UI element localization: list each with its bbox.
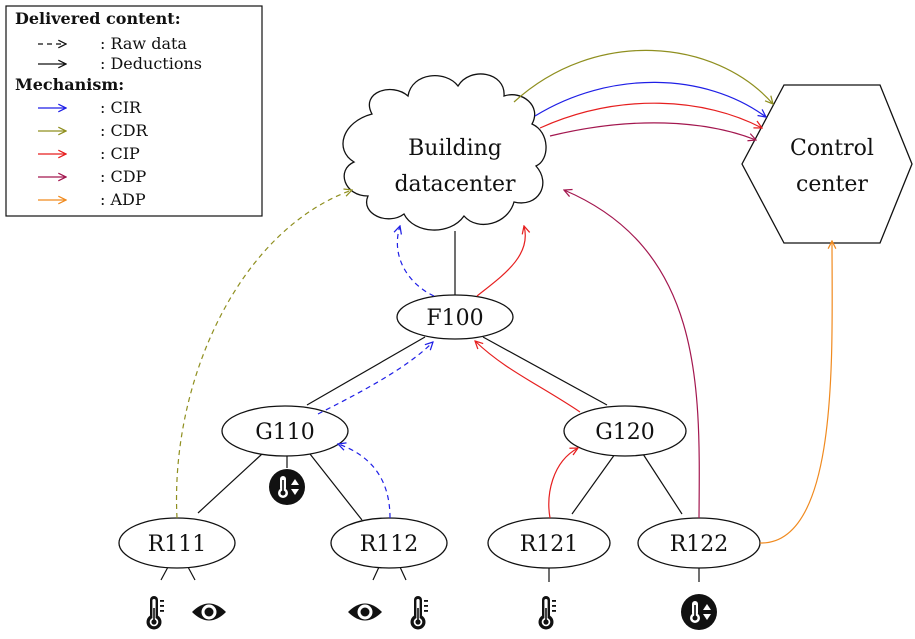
link-f100-g120 xyxy=(482,336,608,406)
legend: Delivered content: : Raw data : Deductio… xyxy=(5,5,263,217)
legend-mechanism-title: Mechanism: xyxy=(15,75,124,94)
legend-raw-data-label: : Raw data xyxy=(100,34,187,53)
thermostat-icon xyxy=(681,594,717,630)
edge-g120-f100-cip xyxy=(475,341,581,413)
r122-node: R122 xyxy=(637,517,761,569)
control-center-label-line2: center xyxy=(796,172,868,197)
r121-node: R121 xyxy=(487,517,611,569)
legend-adp-label: : ADP xyxy=(100,190,146,209)
edge-g110-f100-cir-raw xyxy=(317,342,433,415)
link-f100-g110 xyxy=(306,336,426,406)
r112-ellipse xyxy=(330,517,448,569)
g110-node: G110 xyxy=(221,405,349,457)
f100-node: F100 xyxy=(396,294,514,340)
legend-cdr-label: : CDR xyxy=(100,121,149,140)
legend-deductions-label: : Deductions xyxy=(100,54,202,73)
r112-node: R112 xyxy=(330,517,448,569)
control-center-label-line1: Control xyxy=(790,136,874,161)
building-datacenter-node: Building datacenter xyxy=(342,73,547,231)
edge-datacenter-control-cir xyxy=(534,81,766,117)
edge-f100-datacenter-cir-raw xyxy=(397,226,435,297)
datacenter-label-line1: Building xyxy=(408,136,502,161)
f100-label: F100 xyxy=(426,306,483,331)
eye-icon xyxy=(348,603,382,621)
edge-r112-g110-cir-raw xyxy=(338,444,391,519)
link-r111-eye xyxy=(187,566,196,581)
f100-ellipse xyxy=(396,294,514,340)
control-center-node: Control center xyxy=(741,84,913,244)
link-g110-r112 xyxy=(309,453,363,521)
edge-r111-datacenter-cdr-raw xyxy=(175,190,352,519)
datacenter-cloud-shape xyxy=(342,73,547,231)
tree-links xyxy=(160,231,700,582)
eye-icon xyxy=(192,603,226,621)
link-r112-thermometer xyxy=(399,566,407,581)
link-r111-thermometer xyxy=(160,566,169,581)
r121-label: R121 xyxy=(520,532,579,557)
thermometer-icon xyxy=(538,596,556,630)
edge-r121-g120-cip xyxy=(548,448,578,519)
thermometer-icon xyxy=(410,596,428,630)
data-flow-edges xyxy=(175,49,833,544)
g110-ellipse xyxy=(221,405,349,457)
edge-f100-datacenter-cip xyxy=(476,226,525,297)
legend-box xyxy=(5,5,263,217)
r111-label: R111 xyxy=(148,532,207,557)
link-g110-r111 xyxy=(197,453,263,514)
edge-datacenter-control-cdr xyxy=(513,49,773,104)
control-center-hexagon xyxy=(741,84,913,244)
g120-label: G120 xyxy=(595,420,655,445)
datacenter-label-line2: datacenter xyxy=(394,172,516,197)
legend-cip-label: : CIP xyxy=(100,144,140,163)
g110-label: G110 xyxy=(255,420,315,445)
edge-datacenter-control-cdp xyxy=(549,122,756,140)
legend-cir-label: : CIR xyxy=(100,98,142,117)
edge-r122-datacenter-cdp xyxy=(564,190,700,519)
r122-label: R122 xyxy=(670,532,729,557)
thermometer-icon xyxy=(146,596,164,630)
link-g120-r121 xyxy=(571,453,616,515)
edge-datacenter-control-cip xyxy=(539,102,762,128)
link-r112-eye xyxy=(372,566,380,581)
thermostat-icon xyxy=(269,469,305,505)
link-g120-r122 xyxy=(642,453,683,515)
g120-ellipse xyxy=(563,405,687,457)
r121-ellipse xyxy=(487,517,611,569)
legend-cdp-label: : CDP xyxy=(100,167,147,186)
r112-label: R112 xyxy=(360,532,419,557)
r111-node: R111 xyxy=(118,517,236,569)
edge-r122-control-adp xyxy=(759,241,832,544)
g120-node: G120 xyxy=(563,405,687,457)
legend-content-title: Delivered content: xyxy=(15,9,181,28)
